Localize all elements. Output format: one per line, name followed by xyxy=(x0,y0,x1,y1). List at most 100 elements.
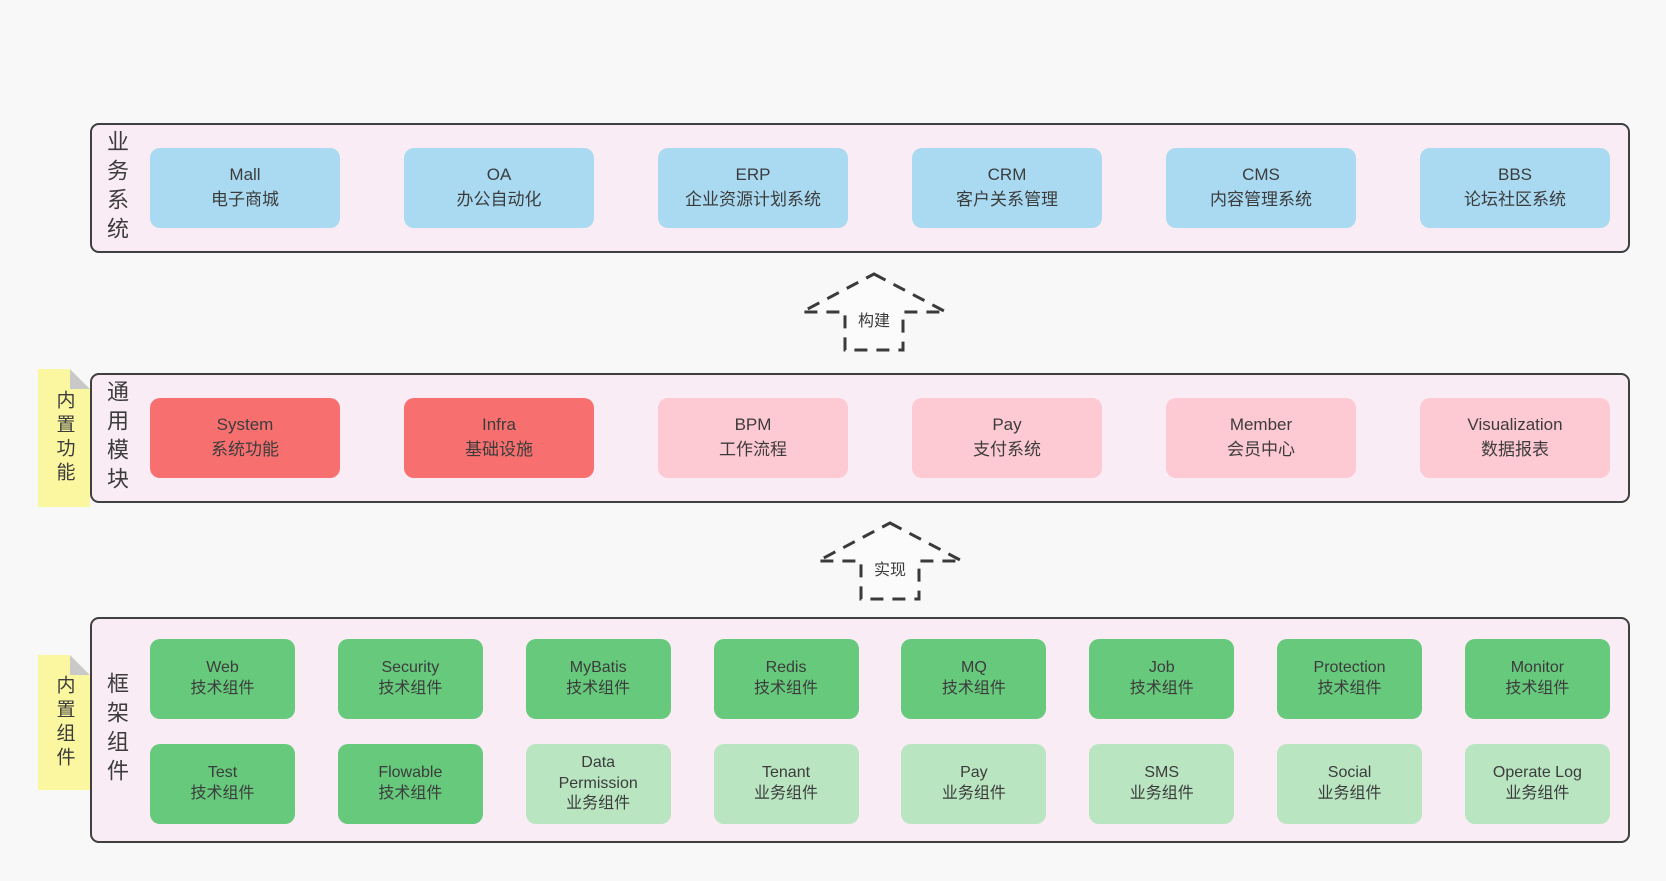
module-box-sms: SMS 业务组件 xyxy=(1089,744,1235,824)
module-box-social: Social 业务组件 xyxy=(1277,744,1423,824)
module-name: Monitor xyxy=(1510,659,1565,677)
module-name: Security xyxy=(381,659,440,677)
module-box-bbs: BBS 论坛社区系统 xyxy=(1420,148,1610,228)
module-name: CRM xyxy=(987,165,1027,185)
module-desc: 系统功能 xyxy=(211,440,279,459)
module-name: MyBatis xyxy=(569,659,627,677)
module-desc: 技术组件 xyxy=(754,680,819,697)
module-name: BBS xyxy=(1497,165,1533,185)
module-desc: 企业资源计划系统 xyxy=(685,190,821,209)
module-desc: 业务组件 xyxy=(1129,785,1194,802)
module-desc: 客户关系管理 xyxy=(956,190,1058,209)
module-desc: 电子商城 xyxy=(211,190,279,209)
module-name: Member xyxy=(1229,415,1293,435)
module-name: Mall xyxy=(229,165,261,185)
module-box-mybatis: MyBatis 技术组件 xyxy=(525,639,671,719)
module-name: Social xyxy=(1327,764,1372,782)
sticky-note-text: 内置功能 xyxy=(53,390,75,486)
module-desc: 技术组件 xyxy=(1505,680,1570,697)
module-box-pay: Pay 支付系统 xyxy=(912,398,1102,478)
module-name: Protection xyxy=(1313,659,1386,677)
module-desc: 技术组件 xyxy=(190,680,255,697)
module-name: Operate Log xyxy=(1492,764,1582,782)
module-box-operate-log: Operate Log 业务组件 xyxy=(1464,744,1610,824)
module-name: Web xyxy=(206,659,239,677)
module-name: Test xyxy=(207,764,238,782)
module-name: Pay xyxy=(960,764,988,782)
sticky-note-text: 内置组件 xyxy=(53,674,75,771)
module-desc: 技术组件 xyxy=(378,680,443,697)
module-box-mq: MQ 技术组件 xyxy=(901,639,1047,719)
module-desc: 技术组件 xyxy=(190,785,255,802)
module-desc: 业务组件 xyxy=(941,785,1006,802)
module-box-test: Test 技术组件 xyxy=(150,744,295,824)
module-box-protection: Protection 技术组件 xyxy=(1277,639,1423,719)
module-box-flowable: Flowable 技术组件 xyxy=(337,744,483,824)
band-title-common-modules: 通用模块 xyxy=(104,380,129,496)
sticky-note-builtin-features: 内置功能 xyxy=(38,369,90,507)
module-desc: 业务组件 xyxy=(754,785,819,802)
module-box-crm: CRM 客户关系管理 xyxy=(912,148,1102,228)
module-box-job: Job 技术组件 xyxy=(1089,639,1235,719)
module-name: MQ xyxy=(960,659,987,677)
box-row-business-systems: Mall 电子商城 OA 办公自动化 ERP 企业资源计划系统 CRM 客户关系管理 CMS 内容… xyxy=(140,125,1628,251)
module-desc: 技术组件 xyxy=(378,785,443,802)
module-box-mall: Mall 电子商城 xyxy=(150,148,340,228)
module-box-oa: OA 办公自动化 xyxy=(404,148,594,228)
module-desc: 办公自动化 xyxy=(456,190,542,209)
module-desc: 会员中心 xyxy=(1227,440,1295,459)
band-title-framework-components: 框架组件 xyxy=(104,672,129,788)
folded-corner-icon xyxy=(70,655,90,675)
module-desc: 业务组件 xyxy=(1505,785,1570,802)
arrow-label: 构建 xyxy=(854,306,894,332)
module-box-visualization: Visualization 数据报表 xyxy=(1420,398,1610,478)
module-name: CMS xyxy=(1242,165,1280,185)
module-desc: 技术组件 xyxy=(1317,680,1382,697)
arrow-build: 构建 xyxy=(799,272,949,352)
module-box-redis: Redis 技术组件 xyxy=(713,639,859,719)
module-desc: 内容管理系统 xyxy=(1210,190,1312,209)
module-box-data-permission: Data Permission 业务组件 xyxy=(525,744,671,824)
band-business-systems: 业务系统 Mall 电子商城 OA 办公自动化 ERP 企业资源计划系统 CRM 客户关系管理… xyxy=(90,123,1630,253)
module-desc: 技术组件 xyxy=(1129,680,1194,697)
module-name: Redis xyxy=(765,659,807,677)
arrow-implement: 实现 xyxy=(815,521,965,601)
module-desc: 业务组件 xyxy=(566,795,631,813)
module-box-monitor: Monitor 技术组件 xyxy=(1464,639,1610,719)
module-desc: 技术组件 xyxy=(941,680,1006,697)
band-title-business-systems: 业务系统 xyxy=(104,130,129,246)
module-box-web: Web 技术组件 xyxy=(150,639,295,719)
module-desc: 技术组件 xyxy=(566,680,631,697)
module-box-system: System 系统功能 xyxy=(150,398,340,478)
module-name: System xyxy=(216,415,274,435)
module-desc: 数据报表 xyxy=(1481,440,1549,459)
module-desc: 基础设施 xyxy=(465,440,533,459)
module-desc: 支付系统 xyxy=(973,440,1041,459)
module-box-tenant: Tenant 业务组件 xyxy=(713,744,859,824)
module-desc: 论坛社区系统 xyxy=(1464,190,1566,209)
module-box-pay: Pay 业务组件 xyxy=(901,744,1047,824)
module-name: Tenant xyxy=(762,764,811,782)
arrow-label: 实现 xyxy=(870,555,910,581)
module-name: Data Permission xyxy=(558,753,638,792)
module-desc: 工作流程 xyxy=(719,440,787,459)
module-name: ERP xyxy=(735,165,771,185)
module-name: Visualization xyxy=(1467,415,1563,435)
module-box-cms: CMS 内容管理系统 xyxy=(1166,148,1356,228)
module-name: Job xyxy=(1148,659,1175,677)
module-name: Flowable xyxy=(378,764,443,782)
module-name: OA xyxy=(486,165,512,185)
module-name: Pay xyxy=(992,415,1022,435)
module-desc: 业务组件 xyxy=(1317,785,1382,802)
module-box-member: Member 会员中心 xyxy=(1166,398,1356,478)
module-box-erp: ERP 企业资源计划系统 xyxy=(658,148,848,228)
module-name: SMS xyxy=(1144,764,1180,782)
